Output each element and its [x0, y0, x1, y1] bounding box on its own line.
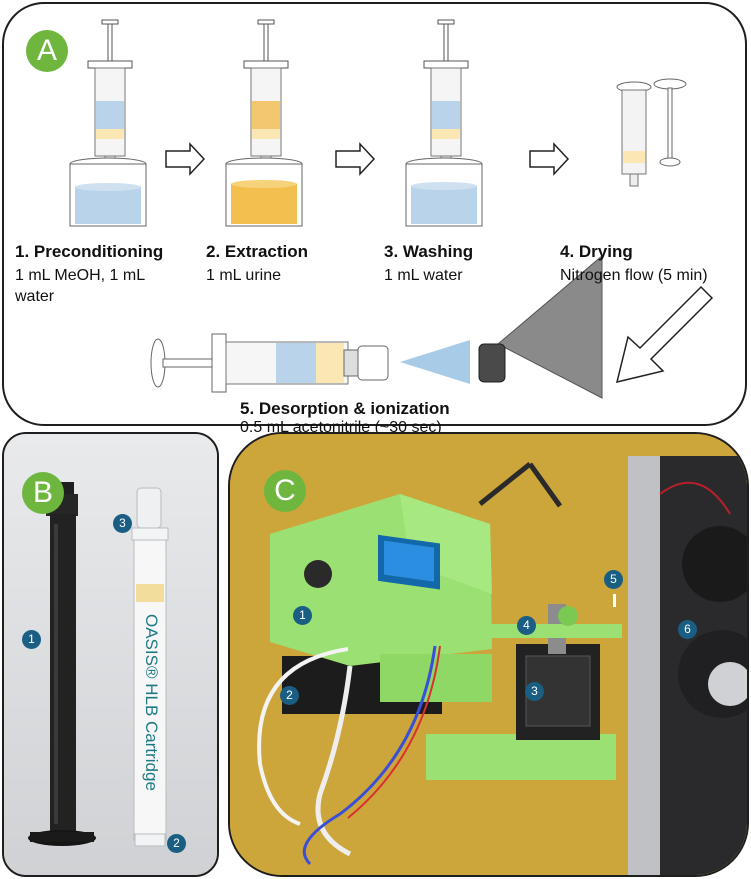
panel-c-marker-3: 3	[525, 682, 544, 701]
step-2-description: 1 mL urine	[206, 267, 281, 284]
panel-b-badge: B	[22, 472, 64, 514]
arrow-right-icon	[335, 142, 376, 176]
drying-illustration	[616, 78, 687, 187]
panel-c-badge: C	[264, 470, 306, 512]
step-2-title: 2. Extraction	[206, 242, 309, 261]
panel-c-photo	[230, 434, 747, 875]
panel-b-marker-3: 3	[113, 514, 132, 533]
preconditioning-illustration	[69, 19, 147, 227]
step-5-description: 0.5 mL acetonitrile (~30 sec)	[240, 419, 442, 436]
marker-5-tick	[613, 594, 616, 607]
panel-c-marker-1: 1	[293, 606, 312, 625]
panel-c: C 1 2 3 4 5 6	[228, 432, 749, 877]
step-3-title: 3. Washing	[384, 242, 474, 261]
cartridge-label: OASIS® HLB Cartridge	[142, 614, 161, 791]
arrow-down-left-icon	[615, 285, 714, 384]
panel-c-marker-6: 6	[678, 620, 697, 639]
panel-b: B OASIS® HLB Cartridge 1 2 3	[2, 432, 219, 877]
panel-b-marker-2: 2	[167, 834, 186, 853]
panel-a-illustration	[69, 19, 714, 399]
panel-c-marker-4: 4	[517, 616, 536, 635]
step-1-description: 1 mL MeOH, 1 mL water	[15, 267, 145, 305]
step-4-description: Nitrogen flow (5 min)	[560, 267, 708, 284]
washing-illustration	[405, 19, 483, 227]
panel-a: A	[2, 2, 747, 436]
panel-c-marker-2: 2	[280, 686, 299, 705]
step-5-title: 5. Desorption & ionization	[240, 399, 450, 418]
extraction-illustration	[225, 19, 303, 227]
arrow-right-icon	[529, 142, 570, 176]
panel-a-badge: A	[26, 30, 68, 72]
ionization-illustration	[150, 254, 603, 399]
step-1-title: 1. Preconditioning	[15, 242, 164, 261]
step-3-description: 1 mL water	[384, 267, 463, 284]
panel-c-marker-5: 5	[604, 570, 623, 589]
step-4-title: 4. Drying	[560, 242, 633, 261]
arrow-right-icon	[165, 142, 206, 176]
panel-b-marker-1: 1	[22, 630, 41, 649]
hlb-cartridge	[131, 487, 169, 847]
